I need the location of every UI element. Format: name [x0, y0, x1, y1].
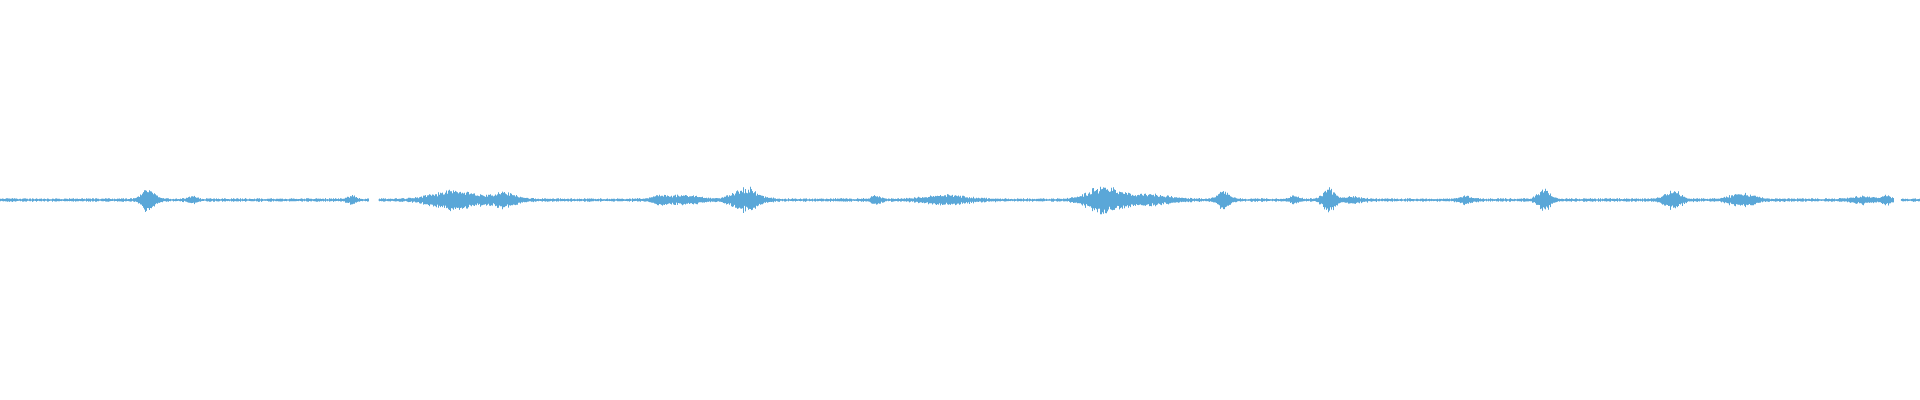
waveform-gap	[1893, 198, 1901, 202]
waveform-samples	[0, 186, 1920, 215]
waveform-path	[0, 186, 1920, 215]
waveform-gap	[368, 198, 379, 202]
